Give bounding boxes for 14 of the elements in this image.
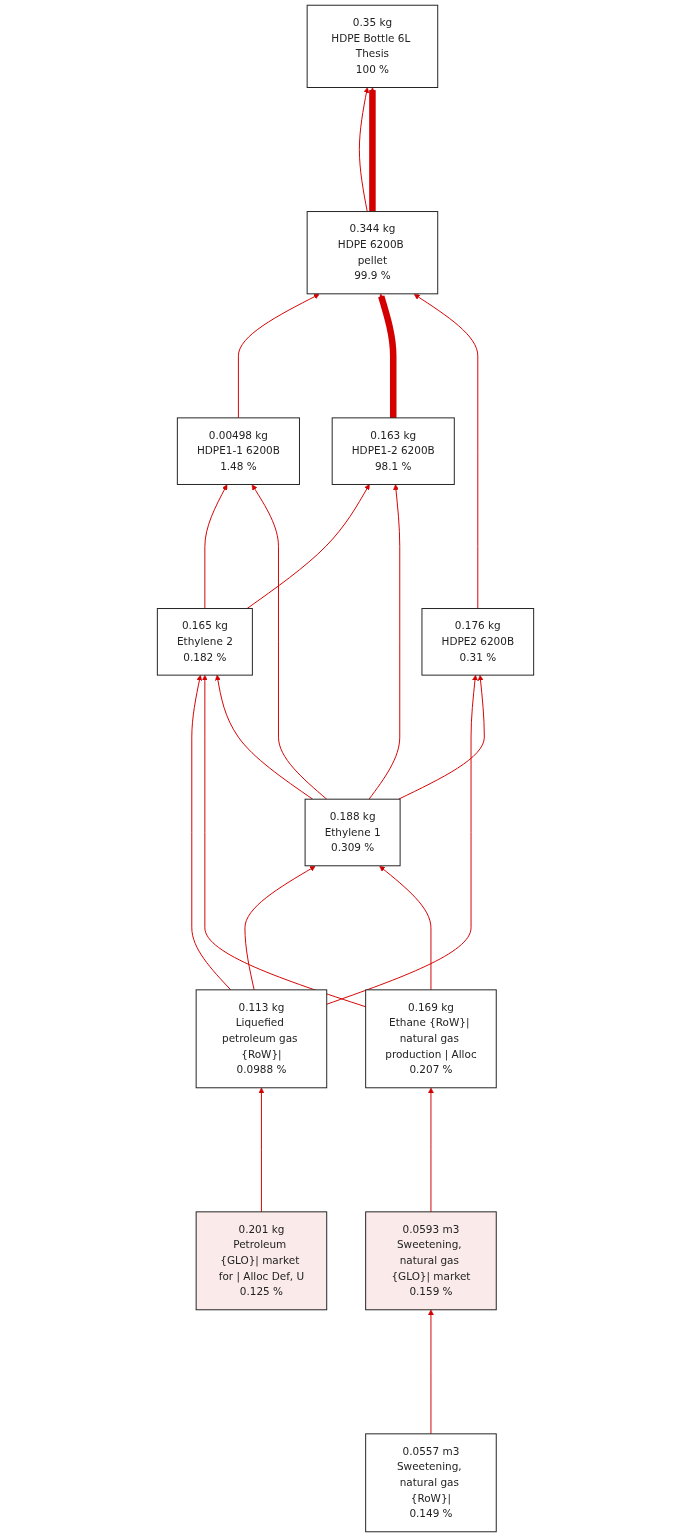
node-box: 0.344 kg HDPE 6200B pellet 99.9 % xyxy=(306,211,439,295)
node-box: 0.176 kg HDPE2 6200B 0.31 % xyxy=(421,608,535,676)
node-box: 0.169 kg Ethane {RoW}| natural gas production | Alloc 0.207 % xyxy=(365,989,497,1089)
node-box: 0.0593 m3 Sweetening, natural gas {GLO}| market 0.159 % xyxy=(365,1211,497,1311)
node-box: 0.188 kg Ethylene 1 0.309 % xyxy=(304,798,401,867)
node-box: 0.163 kg HDPE1-2 6200B 98.1 % xyxy=(331,417,455,485)
node-box: 0.165 kg Ethylene 2 0.182 % xyxy=(156,608,253,676)
node-box: 0.201 kg Petroleum {GLO}| market for | Alloc Def, U 0.125 % xyxy=(195,1211,328,1311)
node-box: 0.00498 kg HDPE1-1 6200B 1.48 % xyxy=(176,417,300,485)
node-box: 0.0557 m3 Sweetening, natural gas {RoW}| 0.149 % xyxy=(365,1433,497,1533)
arrow xyxy=(378,293,397,418)
node-box: 0.35 kg HDPE Bottle 6L Thesis 100 % xyxy=(306,4,439,88)
arrow xyxy=(369,87,376,212)
node-box: 0.113 kg Liquefied petroleum gas {RoW}| 0.0988 % xyxy=(195,989,328,1089)
